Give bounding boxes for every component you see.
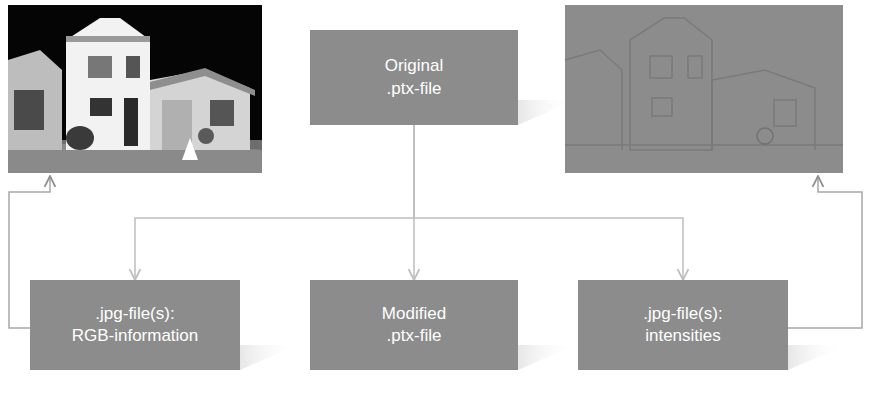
process-box: Modified .ptx-file [310, 280, 518, 370]
box-label: Original .ptx-file [385, 55, 444, 99]
leader-arrow [788, 176, 862, 328]
flow-connector [135, 125, 414, 280]
rgb-photo [8, 5, 262, 173]
process-box: .jpg-file(s): RGB-information [30, 280, 240, 370]
flow-connector [414, 125, 683, 280]
box-label: .jpg-file(s): RGB-information [72, 303, 199, 347]
process-box: Original .ptx-file [310, 30, 518, 125]
box-label: Modified .ptx-file [382, 303, 446, 347]
box-label: .jpg-file(s): intensities [643, 303, 722, 347]
intensity-image [565, 5, 843, 173]
process-box: .jpg-file(s): intensities [578, 280, 788, 370]
